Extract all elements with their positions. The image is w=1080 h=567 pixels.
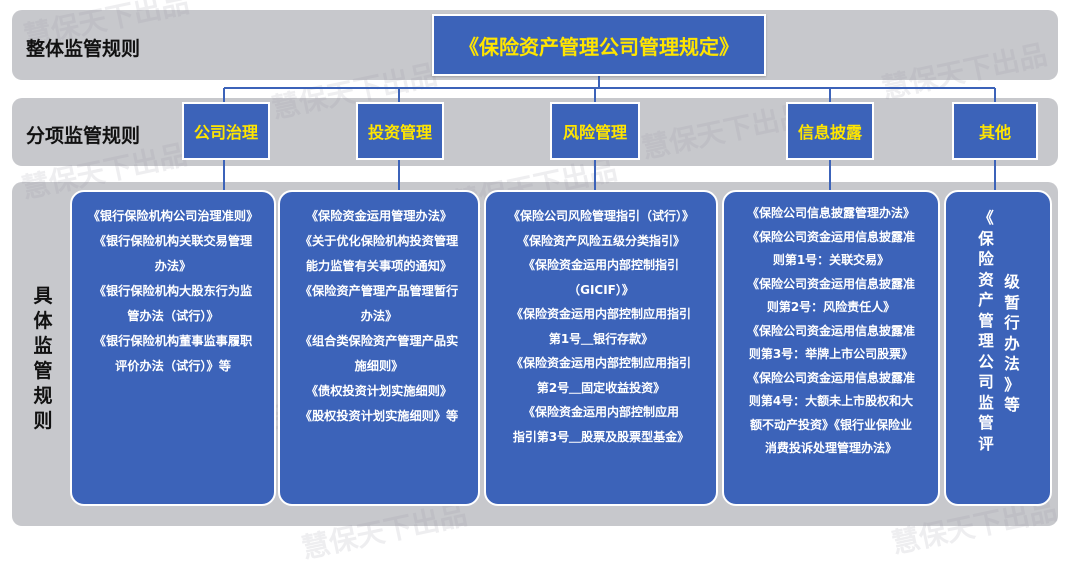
- rule-line: 《保险资产管理产品管理暂行: [299, 284, 459, 298]
- other-rule-char: 保: [978, 229, 994, 248]
- rule-line: 《股权投资计划实施细则》等: [299, 409, 459, 423]
- rule-line: 则第1号：关联交易》: [772, 253, 890, 267]
- rule-line: 《保险资金运用内部控制应用指引: [510, 356, 691, 370]
- rule-line: 《保险资金运用内部控制指引: [522, 258, 679, 272]
- rule-line: 能力监管有关事项的通知》: [305, 259, 453, 273]
- rule-line: 《保险公司信息披露管理办法》: [746, 206, 915, 220]
- rule-line: 施细则》: [354, 359, 404, 373]
- specific-rules-char: 监: [33, 335, 53, 357]
- category-information-disclosure: 信息披露: [786, 102, 874, 160]
- other-rule-char: 险: [978, 250, 994, 268]
- other-rule-char: 》: [1004, 375, 1020, 394]
- rule-line: 额不动产投资》《银行业保险业: [749, 417, 912, 432]
- rule-line: 《保险公司资金运用信息披露准: [746, 229, 915, 244]
- rule-line: 《银行保险机构公司治理准则》: [87, 209, 259, 223]
- other-rule-char: 理: [978, 332, 994, 350]
- other-rule-char: 管: [978, 311, 994, 330]
- other-rule-char: 办: [1004, 334, 1020, 353]
- other-rule-char: 法: [1004, 355, 1020, 373]
- rule-line: 《债权投资计划实施细则》: [305, 384, 453, 398]
- specific-rules-char: 规: [33, 385, 53, 407]
- investment-rules-column: 《保险资金运用管理办法》 《关于优化保险机构投资管理 能力监管有关事项的通知》 …: [278, 190, 480, 506]
- other-rule-char: 司: [978, 373, 994, 391]
- other-rules-column: 《 保 险 资 产 管 理 公 司 监 管 评 级 暂 行 办 法 》 等: [944, 190, 1052, 506]
- rule-line: 《保险公司资金运用信息披露准: [746, 276, 915, 291]
- other-rule-char: 等: [1004, 396, 1020, 414]
- specific-rules-char: 则: [33, 410, 53, 432]
- category-investment-management: 投资管理: [356, 102, 444, 160]
- rule-line: 第2号＿固定收益投资》: [536, 380, 666, 395]
- rule-line: 《保险资产风险五级分类指引》: [516, 233, 685, 248]
- rule-line: 《银行保险机构大股东行为监: [93, 284, 253, 298]
- other-rule-char: 评: [978, 434, 994, 453]
- category-risk-management: 风险管理: [550, 102, 640, 160]
- other-rule-char: 产: [978, 291, 994, 309]
- sub-rules-label: 分项监管规则: [26, 125, 141, 147]
- other-rule-char: 级: [1004, 273, 1020, 291]
- specific-rules-char: 具: [33, 285, 53, 307]
- rule-line: 则第4号：大额未上市股权和大: [748, 394, 914, 408]
- other-rule-char: 资: [978, 270, 994, 289]
- category-other: 其他: [952, 102, 1038, 160]
- overall-rules-label: 整体监管规则: [26, 38, 141, 60]
- rule-line: 《保险公司风险管理指引（试行）》: [507, 209, 694, 223]
- other-rule-char: 监: [978, 393, 994, 412]
- rule-line: 办法》: [360, 309, 398, 323]
- rule-line: 《保险公司资金运用信息披露准: [746, 370, 915, 385]
- other-rules-vertical-text-left: 《 保 险 资 产 管 理 公 司 监 管 评: [976, 208, 996, 454]
- rule-line: 评价办法（试行）》等: [115, 359, 231, 373]
- risk-rules-column: 《保险公司风险管理指引（试行）》 《保险资产风险五级分类指引》 《保险资金运用内…: [484, 190, 718, 506]
- governance-rules-column: 《银行保险机构公司治理准则》 《银行保险机构关联交易管理 办法》 《银行保险机构…: [70, 190, 276, 506]
- rule-line: 则第3号：举牌上市公司股票》: [748, 347, 914, 361]
- specific-rules-char: 体: [33, 310, 53, 332]
- other-rule-char: 行: [1004, 314, 1020, 332]
- rule-line: 《保险资金运用内部控制应用指引: [510, 307, 691, 321]
- specific-rules-char: 管: [33, 360, 53, 382]
- other-rule-char: 暂: [1004, 293, 1020, 312]
- other-rule-char: 公: [978, 352, 994, 371]
- connector-lines: [223, 76, 996, 190]
- other-rule-char: 管: [978, 414, 994, 432]
- other-rules-vertical-text-right: 级 暂 行 办 法 》 等: [1002, 272, 1022, 416]
- rule-line: 消费投诉处理管理办法》: [764, 441, 897, 455]
- rule-line: 《银行保险机构董事监事履职: [93, 334, 253, 348]
- rule-line: 《保险公司资金运用信息披露准: [746, 323, 915, 338]
- rule-line: 指引第3号＿股票及股票型基金》: [512, 429, 690, 444]
- category-corporate-governance: 公司治理: [182, 102, 270, 160]
- rule-line: 《关于优化保险机构投资管理: [299, 234, 459, 248]
- rule-line: 则第2号：风险责任人》: [766, 300, 896, 314]
- rule-line: 《保险资金运用管理办法》: [305, 209, 453, 223]
- disclosure-rules-column: 《保险公司信息披露管理办法》 《保险公司资金运用信息披露准 则第1号：关联交易》…: [722, 190, 940, 506]
- rule-line: 管办法（试行）》: [127, 309, 219, 323]
- rule-line: 第1号＿银行存款》: [548, 331, 654, 346]
- rule-line: 办法》: [154, 259, 192, 273]
- rule-line: 《组合类保险资产管理产品实: [299, 334, 459, 348]
- other-rule-char: 《: [978, 209, 994, 227]
- rule-line: 《银行保险机构关联交易管理: [93, 234, 253, 248]
- specific-rules-label: 具 体 监 管 规 则: [26, 284, 60, 434]
- rule-line: 《保险资金运用内部控制应用: [522, 405, 679, 419]
- rule-line: （GICIF）》: [568, 282, 634, 297]
- regulation-title-box: 《保险资产管理公司管理规定》: [432, 14, 766, 76]
